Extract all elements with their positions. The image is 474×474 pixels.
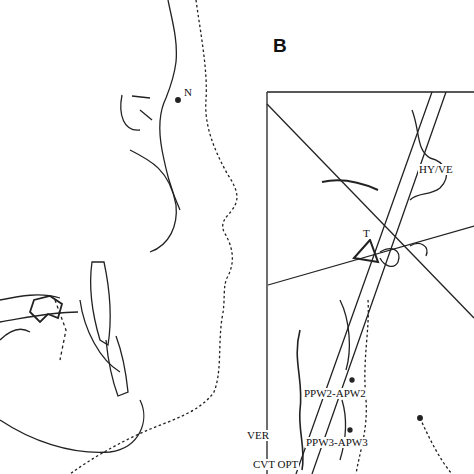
palatal-plane-trace [322, 180, 378, 190]
hyoid-soft-tissue [410, 110, 446, 200]
nasal-outline [160, 98, 180, 210]
palate [0, 295, 78, 322]
soft-tissue-profile [70, 0, 237, 474]
alveolar-outline [80, 300, 120, 372]
tongue-outline [55, 300, 66, 360]
cervical-vertebrae [297, 330, 303, 470]
landmark-label: HY/VE [418, 164, 454, 175]
mandible [0, 400, 144, 452]
landmark-label: N [183, 87, 193, 98]
reference-line-horizontal [268, 226, 474, 285]
orbit [121, 95, 152, 130]
upper-incisor [91, 262, 110, 345]
panel-frame [267, 92, 474, 474]
posterior-pharyngeal-wall [340, 300, 349, 460]
frontal-bone [166, 0, 176, 98]
landmark-label: CVT OPT [252, 459, 299, 470]
landmark-label: VER [246, 430, 270, 441]
maxilla [130, 150, 176, 252]
landmark-point [348, 428, 352, 432]
hyoid-bone [354, 240, 378, 262]
panel-letter: B [272, 36, 288, 55]
molar [30, 296, 62, 322]
neck-outline [420, 418, 452, 474]
lower-incisor [106, 336, 128, 396]
nasion-point [176, 98, 181, 103]
landmark-label: PPW3-APW3 [305, 437, 369, 448]
tongue-base [380, 244, 427, 267]
landmark-point [350, 378, 354, 382]
posterior-tooth [0, 329, 30, 340]
cvt-opt-lines [296, 92, 446, 474]
landmark-label: T [362, 228, 371, 239]
landmark-label: PPW2-APW2 [303, 388, 367, 399]
reference-line-diagonal [267, 104, 474, 318]
